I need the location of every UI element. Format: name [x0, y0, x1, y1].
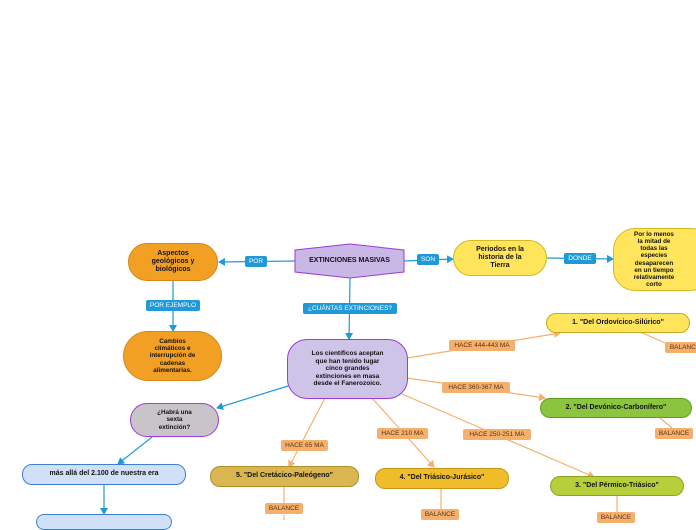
- next-node-partial[interactable]: [36, 514, 172, 530]
- devonian-node[interactable]: 2. "Del Devónico-Carbonífero": [540, 398, 692, 418]
- cretaceous-node[interactable]: 5. "Del Cretácico-Paleógeno": [210, 466, 359, 487]
- label-donde: DONDE: [564, 253, 596, 264]
- causes-node[interactable]: Cambios climáticos e interrupción de cad…: [123, 331, 222, 381]
- label-balance-ordovician: BALANCE: [665, 342, 696, 353]
- label-balance-devonian: BALANCE: [655, 428, 693, 439]
- definition-node[interactable]: Por lo menos la mitad de todas las espec…: [613, 228, 696, 291]
- label-cuantas: ¿CUÁNTAS EXTINCIONES?: [303, 303, 397, 314]
- connector-sixth-beyond: [117, 436, 153, 465]
- root-node-shape: [294, 243, 405, 279]
- scientists-node[interactable]: Los científicos aceptan que han tenido l…: [287, 339, 408, 399]
- devonian-node-text: 2. "Del Devónico-Carbonífero": [565, 403, 667, 411]
- beyond-node-text: más allá del 2.100 de nuestra era: [49, 470, 159, 478]
- label-balance-cretaceous: BALANCE: [265, 503, 303, 514]
- root-node-text: EXTINCIONES MASIVAS: [309, 256, 390, 264]
- label-hace-444: HACE 444-443 MA: [449, 340, 515, 351]
- aspects-node[interactable]: Aspectos geológicos y biológicos: [128, 243, 218, 281]
- permian-node-text: 3. "Del Pérmico-Triásico": [575, 481, 659, 489]
- label-son: SON: [417, 254, 439, 265]
- root-node[interactable]: EXTINCIONES MASIVAS: [295, 244, 404, 278]
- beyond-node[interactable]: más allá del 2.100 de nuestra era: [22, 464, 186, 485]
- causes-node-text: Cambios climáticos e interrupción de cad…: [149, 337, 196, 374]
- permian-node[interactable]: 3. "Del Pérmico-Triásico": [550, 476, 684, 496]
- label-hace-65: HACE 65 MA: [281, 440, 328, 451]
- aspects-node-text: Aspectos geológicos y biológicos: [151, 249, 195, 274]
- label-balance-triassic: BALANCE: [421, 509, 459, 520]
- label-hace-210: HACE 210 MA: [377, 428, 428, 439]
- ordovician-node-text: 1. "Del Ordovícico-Silúrico": [572, 318, 664, 326]
- sixth-node[interactable]: ¿Habrá una sexta extinción?: [130, 403, 219, 437]
- connector-devonian-balance: [659, 417, 673, 429]
- definition-node-text: Por lo menos la mitad de todas las espec…: [633, 230, 675, 289]
- periods-node-text: Periodos en la historia de la Tierra: [476, 245, 524, 270]
- triassic-node-text: 4. "Del Triásico-Jurásico": [399, 474, 485, 482]
- ordovician-node[interactable]: 1. "Del Ordovícico-Silúrico": [546, 313, 690, 333]
- connector-scientists-sixth: [216, 385, 289, 411]
- label-hace-360: HACE 360-367 MA: [442, 382, 510, 393]
- label-por: POR: [245, 256, 267, 267]
- triassic-node[interactable]: 4. "Del Triásico-Jurásico": [375, 468, 509, 489]
- sixth-node-text: ¿Habrá una sexta extinción?: [157, 409, 192, 431]
- periods-node[interactable]: Periodos en la historia de la Tierra: [453, 240, 547, 276]
- label-hace-250: HACE 250-251 MA: [463, 429, 531, 440]
- label-por-ejemplo: POR EJEMPLO: [146, 300, 200, 311]
- connector-scientists-cretaceous: [288, 397, 326, 468]
- label-balance-permian: BALANCE: [597, 512, 635, 523]
- cretaceous-node-text: 5. "Del Cretácico-Paleógeno": [236, 472, 333, 480]
- scientists-node-text: Los científicos aceptan que han tenido l…: [311, 350, 384, 388]
